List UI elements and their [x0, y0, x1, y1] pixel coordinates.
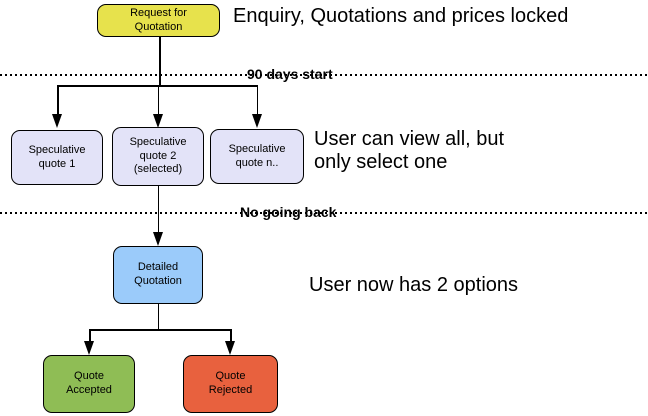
arrowhead-quote-n-icon: [251, 114, 262, 128]
connector-to-accepted: [89, 329, 91, 342]
node-request-for-quotation: Request for Quotation: [97, 4, 220, 37]
phase-divider-1: [0, 74, 648, 76]
arrowhead-quote2-icon: [152, 114, 163, 128]
connector-to-rejected: [230, 329, 232, 342]
node-detailed-quotation: Detailed Quotation: [113, 246, 203, 304]
connector-detailed-down: [157, 304, 159, 330]
annotation-two-options-note: User now has 2 options: [309, 274, 519, 296]
arrowhead-rejected-icon: [225, 341, 235, 355]
node-quote-accepted: Quote Accepted: [43, 355, 135, 413]
connector-to-quote1: [57, 85, 59, 115]
arrowhead-quote1-icon: [52, 114, 62, 128]
node-speculative-quote-1: Speculative quote 1: [11, 130, 103, 185]
annotation-enquiry-note: Enquiry, Quotations and prices locked: [233, 5, 569, 27]
node-speculative-quote-n: Speculative quote n..: [210, 129, 304, 184]
node-quote-rejected: Quote Rejected: [183, 355, 278, 413]
annotation-user-can-view-note: User can view all, but only select one: [314, 128, 505, 173]
phase-divider-2: [0, 212, 648, 214]
connector-quote2-to-detailed: [157, 186, 159, 233]
arrowhead-accepted-icon: [84, 341, 94, 355]
arrowhead-detailed-icon: [152, 232, 163, 246]
connector-to-quote2: [157, 85, 159, 115]
node-speculative-quote-2-selected: Speculative quote 2 (selected): [112, 127, 204, 186]
connector-to-quote-n: [256, 85, 258, 115]
connector-branch-bottom: [89, 329, 231, 331]
connector-request-down: [159, 37, 161, 85]
